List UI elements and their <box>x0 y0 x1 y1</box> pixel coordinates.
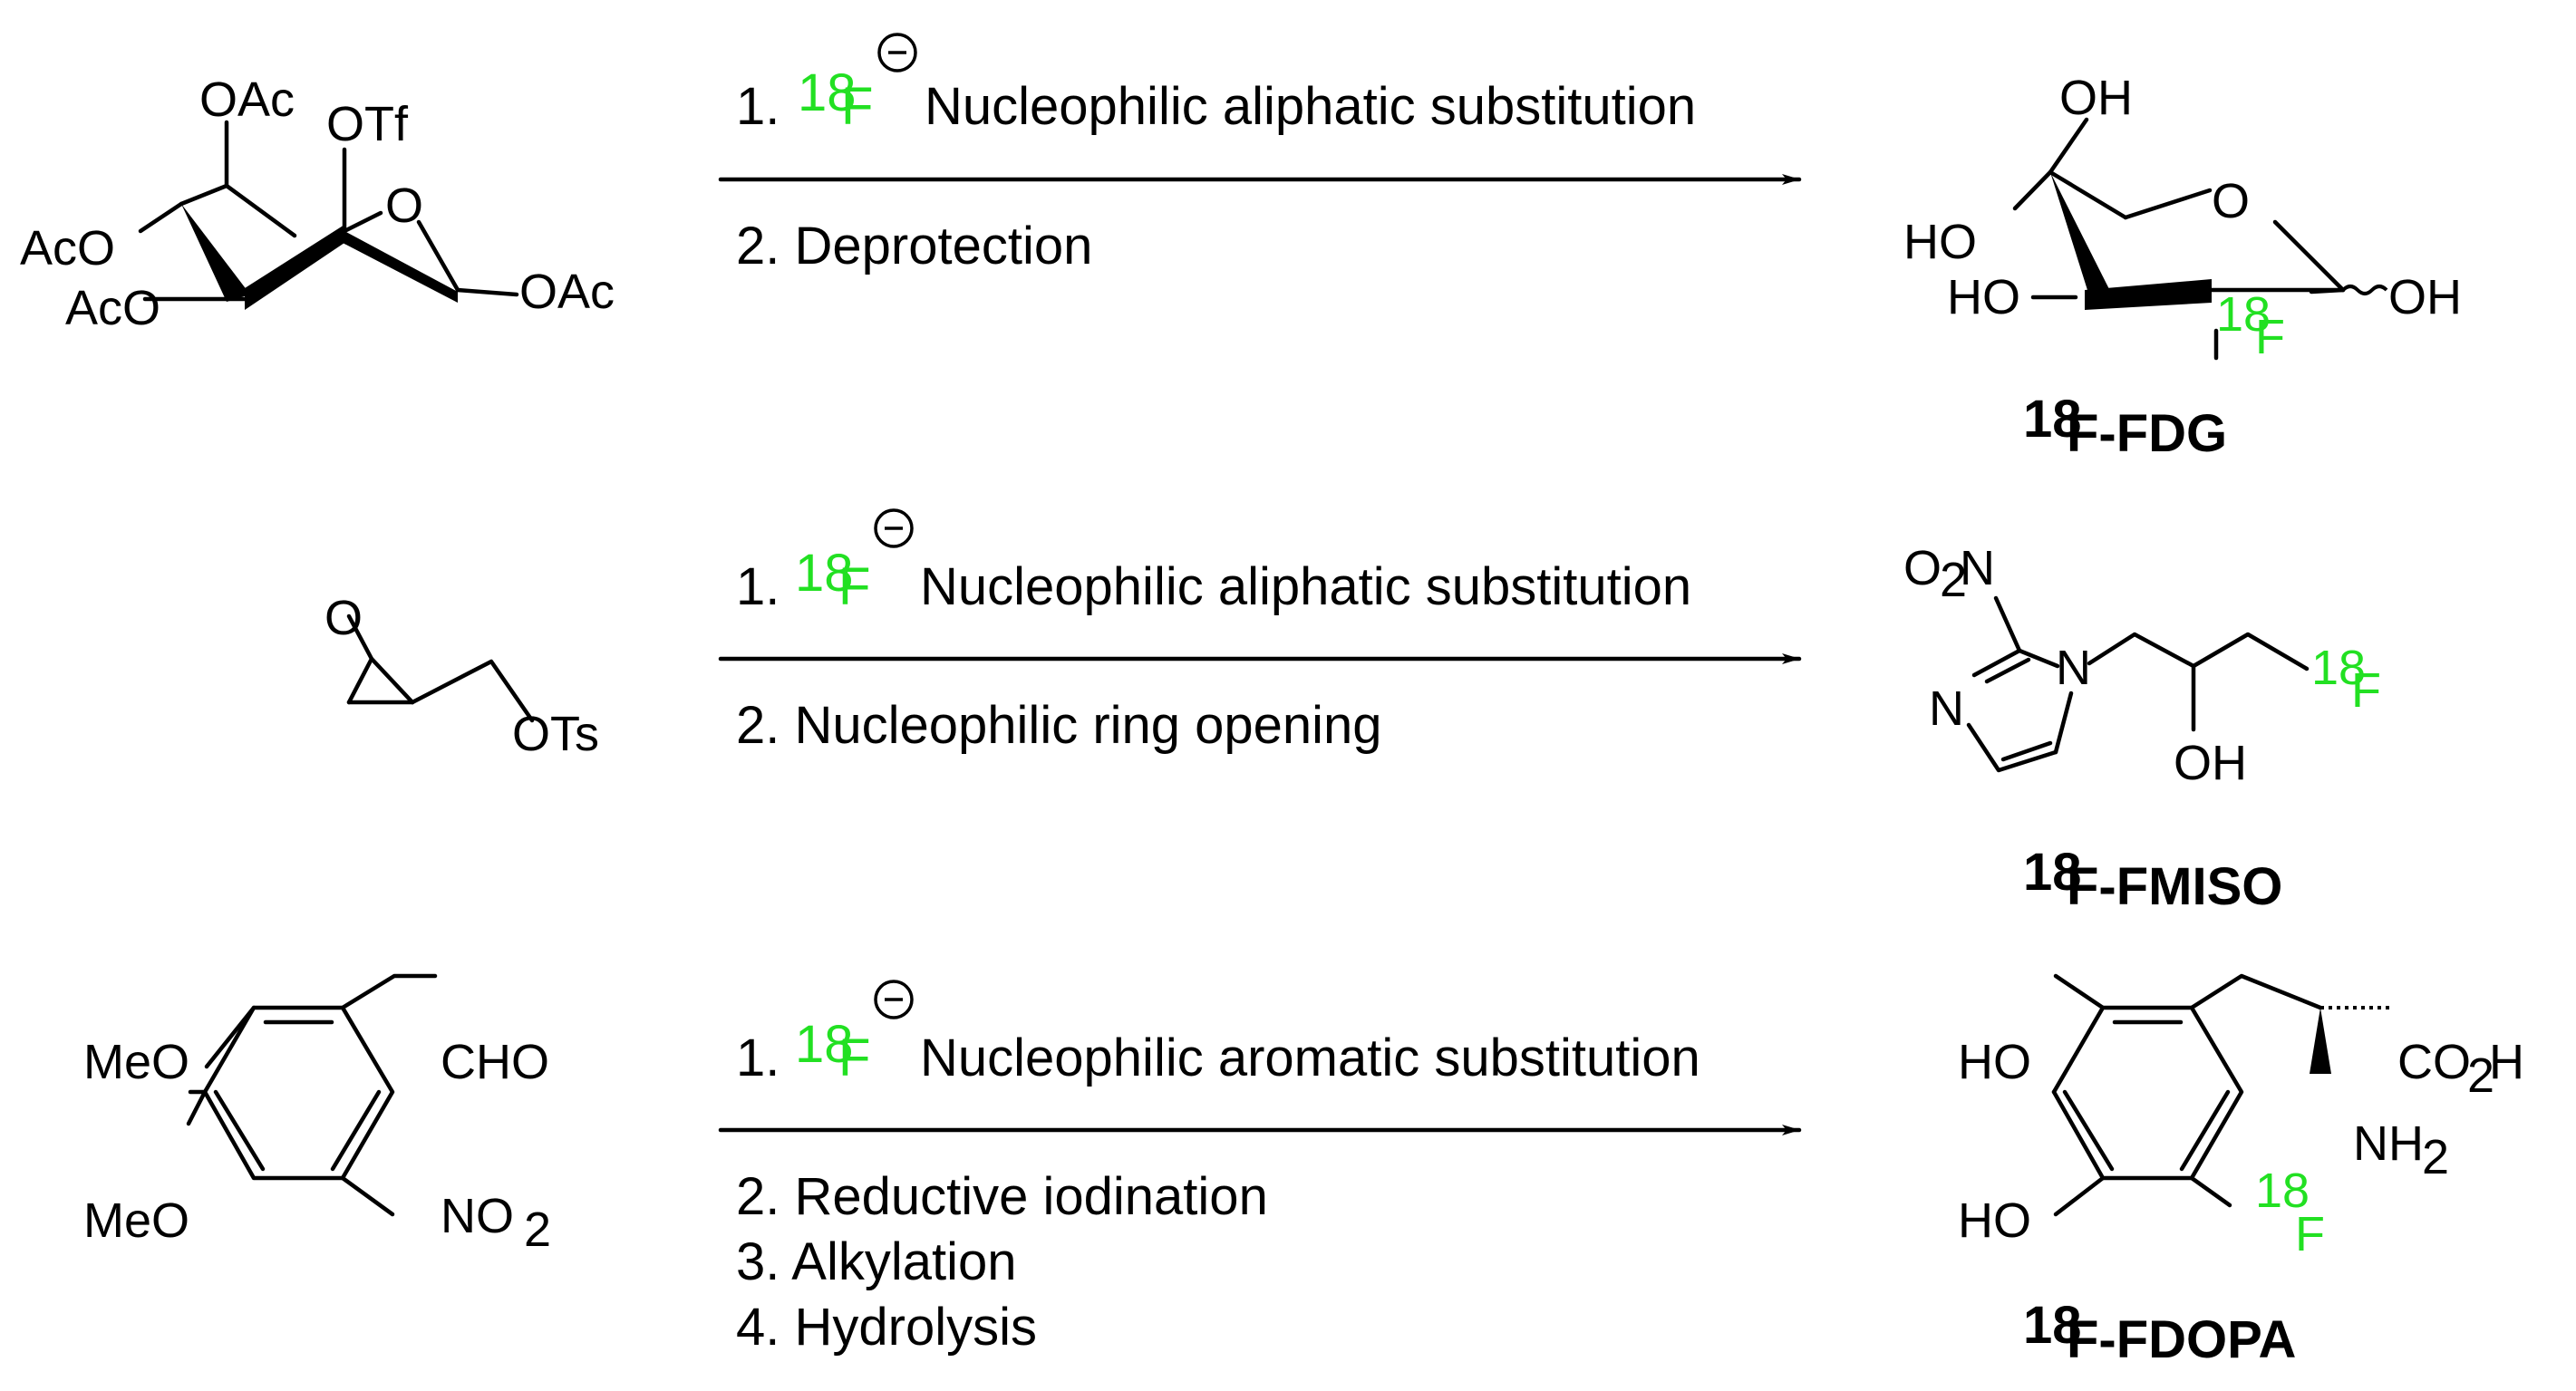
ho-label-2: HO <box>1947 270 2020 324</box>
negative-charge-icon <box>874 508 914 548</box>
step-1-number: 1. <box>736 557 780 616</box>
fmiso-structure: O 2 N N N OH 18 F <box>1903 541 2381 790</box>
f18-isotope: 18 <box>2255 1164 2310 1218</box>
oh-right-label: OH <box>2388 270 2462 324</box>
step-1-text: Nucleophilic aromatic substitution <box>920 1029 1700 1087</box>
nitro-subscript: 2 <box>524 1203 551 1257</box>
imidazole-n1-label: N <box>2056 641 2091 695</box>
ring-oxygen-label: O <box>2212 174 2250 228</box>
step-4-text: 4. Hydrolysis <box>736 1298 1037 1357</box>
step-2-text: 2. Nucleophilic ring opening <box>736 696 1382 755</box>
oh-top-label: OH <box>2059 71 2133 125</box>
ots-label: OTs <box>512 707 599 761</box>
fmiso-name: F-FMISO <box>2067 857 2282 916</box>
nitro-subscript: 2 <box>1940 553 1967 607</box>
oac-top-label: OAc <box>199 72 295 127</box>
step-1-text: Nucleophilic aliphatic substitution <box>925 77 1696 136</box>
co2h-label-a: CO <box>2397 1035 2471 1089</box>
oac-right-label: OAc <box>519 265 615 319</box>
nh2-subscript: 2 <box>2422 1130 2449 1184</box>
cho-label: CHO <box>441 1035 549 1089</box>
fluoride-isotope: 18 <box>795 1015 854 1074</box>
aco-label-1: AcO <box>20 221 115 275</box>
fmiso-name-isotope: 18 <box>2023 843 2082 902</box>
mannose-triflate-structure: OAc OTf O AcO AcO OAc <box>20 72 615 335</box>
negative-charge-icon <box>877 33 917 72</box>
fdopa-name-isotope: 18 <box>2023 1296 2082 1355</box>
arrow-conditions-fdopa: 1. 18 F Nucleophilic aromatic substituti… <box>718 980 1802 1357</box>
step-1-text: Nucleophilic aliphatic substitution <box>920 557 1691 616</box>
ho-label-2: HO <box>1958 1193 2031 1248</box>
fluoride-element: F <box>838 557 870 616</box>
f18-element: F <box>2351 663 2381 718</box>
co2h-label-b: H <box>2489 1035 2524 1089</box>
fluoride-element: F <box>838 1029 870 1087</box>
step-1-number: 1. <box>736 77 780 136</box>
fdg-name-isotope: 18 <box>2023 390 2082 449</box>
ring-oxygen-label: O <box>385 179 423 233</box>
fluoride-isotope: 18 <box>795 544 854 603</box>
reaction-fmiso: O OTs 1. 18 F Nucleophilic aliphatic sub… <box>324 508 2381 916</box>
fdg-name: F-FDG <box>2067 404 2227 463</box>
reaction-fdopa: MeO MeO CHO NO 2 1. 18 F Nucleophilic ar… <box>83 973 2524 1369</box>
nitro-label: NO <box>441 1189 514 1243</box>
step-2-text: 2. Deprotection <box>736 217 1092 275</box>
aco-label-2: AcO <box>65 281 160 335</box>
step-1-number: 1. <box>736 1029 780 1087</box>
nh2-label: NH <box>2353 1116 2424 1171</box>
nitro-n-label: N <box>1960 541 1995 595</box>
step-3-text: 3. Alkylation <box>736 1232 1017 1291</box>
f18-element: F <box>2295 1207 2325 1261</box>
meo-label-1: MeO <box>83 1035 189 1089</box>
fdopa-name: F-FDOPA <box>2067 1310 2296 1369</box>
meo-label-2: MeO <box>83 1193 189 1248</box>
fluoride-isotope: 18 <box>798 63 857 122</box>
co2h-subscript: 2 <box>2467 1048 2494 1103</box>
step-2-text: 2. Reductive iodination <box>736 1167 1268 1226</box>
fdg-structure: OH O HO HO OH 18 F <box>1903 71 2462 364</box>
epoxide-tosylate-structure: O OTs <box>324 591 599 761</box>
f18-isotope: 18 <box>2311 641 2366 695</box>
reaction-fdg: OAc OTf O AcO AcO OAc 1. 18 F Nucleophil… <box>20 33 2462 463</box>
negative-charge-icon <box>874 980 914 1019</box>
imidazole-n3-label: N <box>1929 681 1964 736</box>
ho-label-1: HO <box>1903 215 1977 269</box>
dimethoxy-nitrobenzaldehyde-structure: MeO MeO CHO NO 2 <box>83 973 551 1257</box>
nitro-o-label: O <box>1903 541 1942 595</box>
f18-element: F <box>2255 310 2285 364</box>
oh-label: OH <box>2174 736 2247 790</box>
arrow-conditions-fmiso: 1. 18 F Nucleophilic aliphatic substitut… <box>718 508 1802 755</box>
arrow-conditions-fdg: 1. 18 F Nucleophilic aliphatic substitut… <box>718 33 1802 275</box>
ho-label-1: HO <box>1958 1035 2031 1089</box>
otf-label: OTf <box>326 97 409 151</box>
f18-isotope: 18 <box>2216 287 2271 342</box>
bold-wedge-bond <box>2310 1008 2331 1074</box>
epoxide-oxygen-label: O <box>324 591 363 645</box>
fluoride-element: F <box>841 77 873 136</box>
fdopa-structure: HO HO CO 2 H NH 2 18 F <box>1958 973 2524 1261</box>
anomeric-wavy-bond <box>2341 285 2388 295</box>
